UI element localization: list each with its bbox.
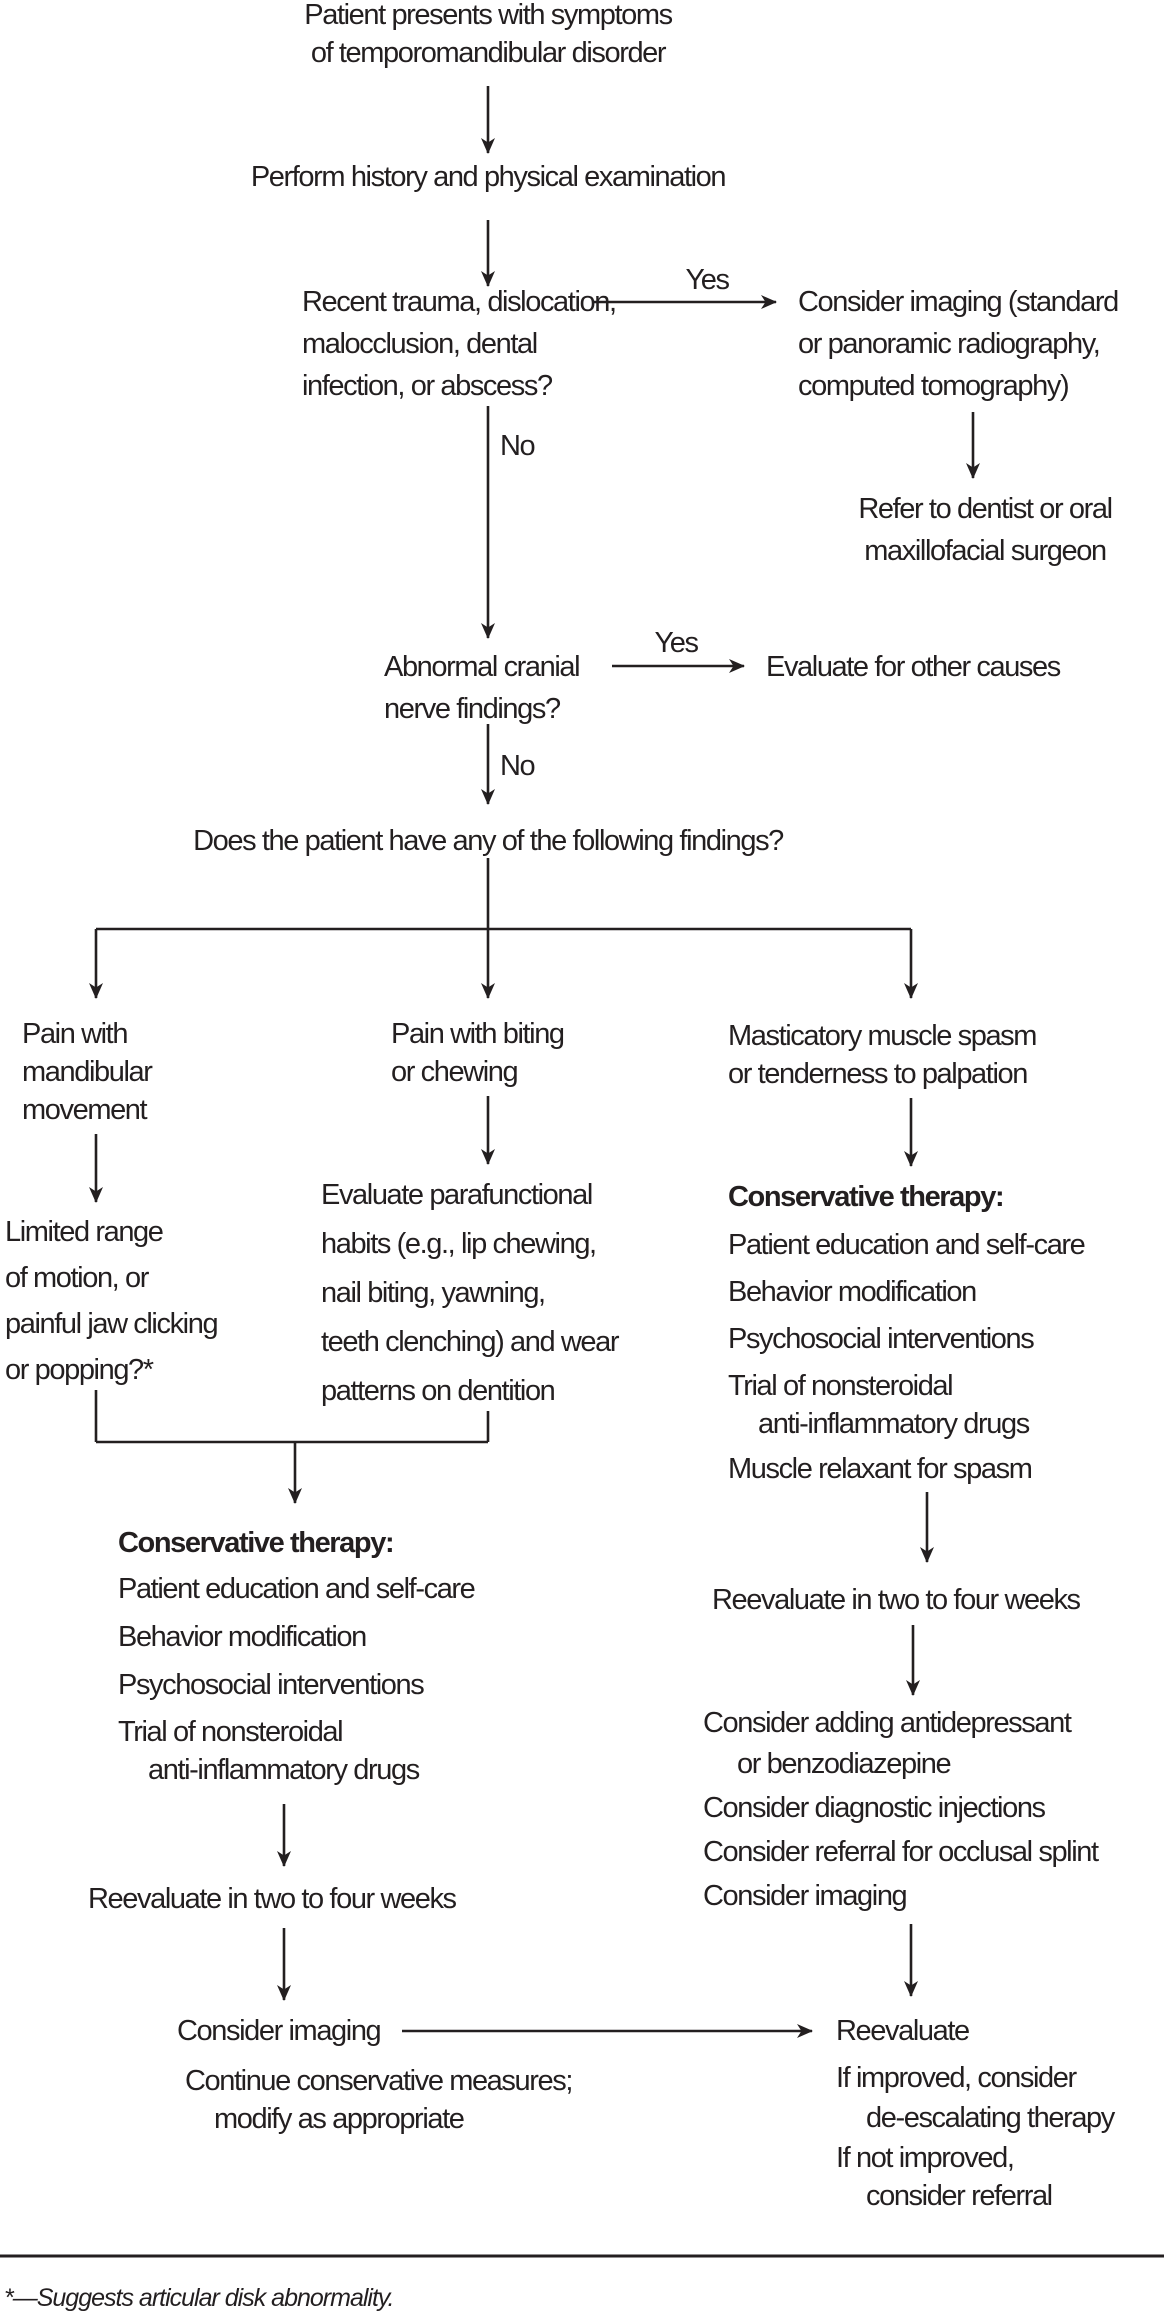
escalation-item1b: or benzodiazepine — [737, 1748, 952, 1780]
right-conservative-item5: Muscle relaxant for spasm — [728, 1453, 1033, 1485]
left-conservative-item4b: anti-inflammatory drugs — [148, 1754, 420, 1786]
escalation-item1: Consider adding antidepressant — [703, 1707, 1072, 1739]
right-conservative-item1: Patient education and self-care — [728, 1229, 1086, 1261]
branch-biting-line2: or chewing — [391, 1056, 519, 1088]
footnote: *—Suggests articular disk abnormality. — [4, 2284, 394, 2312]
final-item2b: consider referral — [866, 2180, 1053, 2212]
escalation-item2: Consider diagnostic injections — [703, 1792, 1046, 1824]
branch-biting-line1: Pain with biting — [391, 1018, 565, 1050]
node-consider-imaging: Consider imaging — [177, 2015, 382, 2047]
left-conservative-item4: Trial of nonsteroidal — [118, 1716, 344, 1748]
node-exam: Perform history and physical examination — [250, 161, 727, 193]
node-imaging-line3: computed tomography) — [798, 370, 1070, 402]
node-parafunctional-line5: patterns on dentition — [321, 1375, 556, 1407]
node-start-line1: Patient presents with symptoms — [304, 0, 673, 31]
final-item2: If not improved, — [836, 2142, 1015, 2174]
label-trauma-no: No — [500, 430, 536, 462]
right-conservative-item2: Behavior modification — [728, 1276, 977, 1308]
node-trauma-line3: infection, or abscess? — [302, 370, 553, 402]
branch-spasm-line1: Masticatory muscle spasm — [728, 1020, 1037, 1052]
right-conservative-item4b: anti-inflammatory drugs — [758, 1408, 1030, 1440]
branch-spasm-line2: or tenderness to palpation — [728, 1058, 1028, 1090]
branch-movement-line1: Pain with — [22, 1018, 128, 1050]
node-parafunctional-line2: habits (e.g., lip chewing, — [321, 1228, 597, 1260]
final-item1b: de-escalating therapy — [866, 2102, 1115, 2134]
node-parafunctional-line3: nail biting, yawning, — [321, 1277, 546, 1309]
node-trauma-line2: malocclusion, dental — [302, 328, 538, 360]
node-cranial-line2: nerve findings? — [384, 693, 561, 725]
right-conservative-title: Conservative therapy: — [728, 1181, 1005, 1213]
node-limited-line4: or popping?* — [5, 1354, 154, 1386]
node-start-line2: of temporomandibular disorder — [310, 37, 667, 69]
node-cranial-line1: Abnormal cranial — [384, 651, 581, 683]
left-conservative-item3: Psychosocial interventions — [118, 1669, 425, 1701]
node-refer-line2: maxillofacial surgeon — [864, 535, 1107, 567]
label-trauma-yes: Yes — [685, 264, 730, 296]
node-parafunctional-line4: teeth clenching) and wear — [321, 1326, 620, 1358]
node-limited-line3: painful jaw clicking — [5, 1308, 219, 1340]
node-findings-question: Does the patient have any of the followi… — [193, 825, 784, 857]
node-refer-line1: Refer to dentist or oral — [858, 493, 1113, 525]
node-evaluate-other: Evaluate for other causes — [766, 651, 1061, 683]
left-conservative-item1: Patient education and self-care — [118, 1573, 476, 1605]
final-item1: If improved, consider — [836, 2062, 1077, 2094]
escalation-item4: Consider imaging — [703, 1880, 908, 1912]
branch-movement-line2: mandibular — [22, 1056, 153, 1088]
label-cranial-yes: Yes — [654, 627, 699, 659]
right-conservative-item3: Psychosocial interventions — [728, 1323, 1035, 1355]
node-parafunctional-line1: Evaluate parafunctional — [321, 1179, 593, 1211]
node-limited-line1: Limited range — [5, 1216, 164, 1248]
escalation-item3: Consider referral for occlusal splint — [703, 1836, 1099, 1868]
label-cranial-no: No — [500, 750, 536, 782]
node-limited-line2: of motion, or — [5, 1262, 149, 1294]
node-continue-line2: modify as appropriate — [214, 2103, 465, 2135]
node-reevaluate-right: Reevaluate in two to four weeks — [712, 1584, 1081, 1616]
right-conservative-item4: Trial of nonsteroidal — [728, 1370, 954, 1402]
left-conservative-item2: Behavior modification — [118, 1621, 367, 1653]
node-imaging-line2: or panoramic radiography, — [798, 328, 1101, 360]
branch-movement-line3: movement — [22, 1094, 148, 1126]
node-final-reevaluate: Reevaluate — [836, 2015, 970, 2047]
left-conservative-title: Conservative therapy: — [118, 1527, 395, 1559]
node-trauma-line1: Recent trauma, dislocation, — [302, 286, 617, 318]
node-reevaluate-left: Reevaluate in two to four weeks — [88, 1883, 457, 1915]
node-imaging-line1: Consider imaging (standard — [798, 286, 1119, 318]
node-continue-line1: Continue conservative measures; — [185, 2065, 573, 2097]
